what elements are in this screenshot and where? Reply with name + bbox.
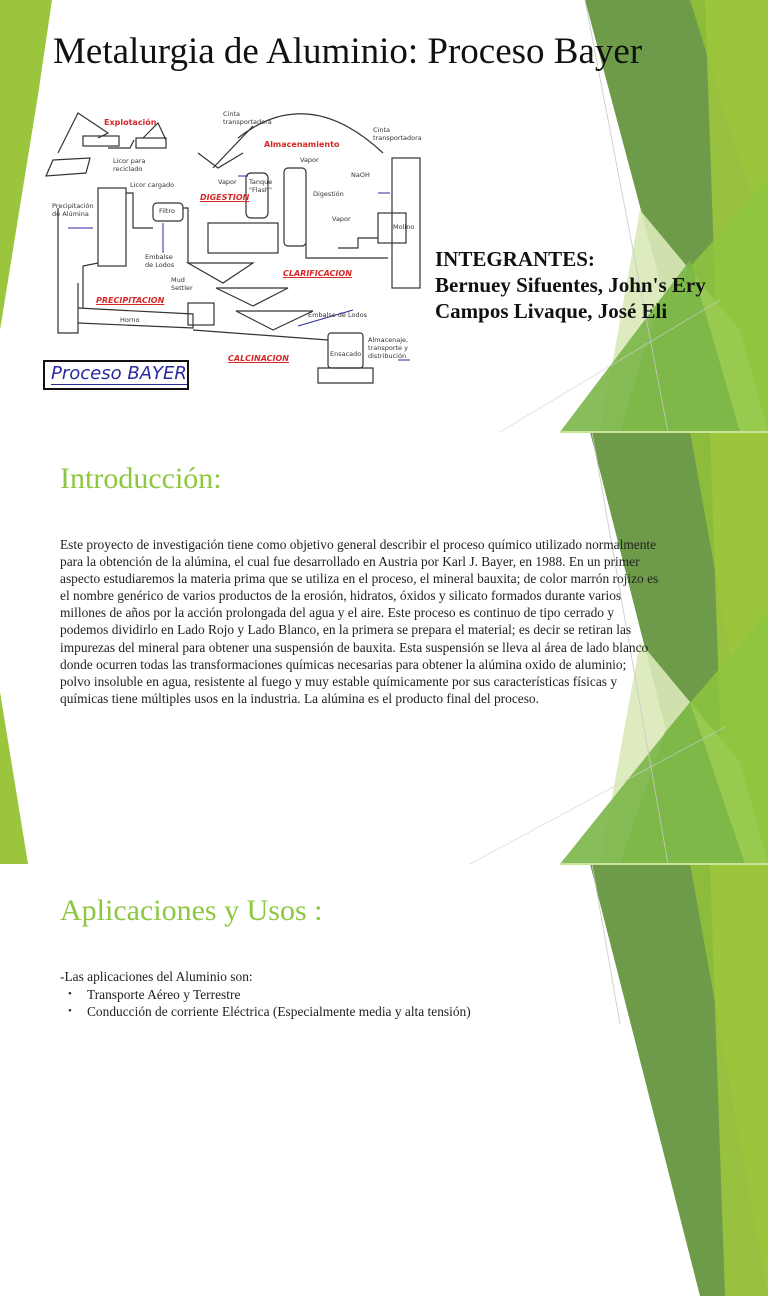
label-tanque-flash: Tanque"Flash" <box>249 178 273 194</box>
label-vapor-2: Vapor <box>300 156 319 164</box>
member-name: Campos Livaque, José Eli <box>435 299 668 323</box>
slide-introduccion: Introducción: Este proyecto de investiga… <box>0 432 768 864</box>
slide-divider <box>560 863 768 865</box>
stage-precipitacion: PRECIPITACION <box>96 296 165 305</box>
label-horno: Horno <box>120 316 140 324</box>
slide-divider <box>560 431 768 433</box>
label-digestion-small: Digestión <box>313 190 344 198</box>
label-vapor-3: Vapor <box>332 215 351 223</box>
caption-text: Proceso BAYER <box>51 363 187 385</box>
label-vapor-1: Vapor <box>218 178 237 186</box>
stage-clarificacion: CLARIFICACION <box>283 269 352 278</box>
application-item: Transporte Aéreo y Terrestre <box>68 986 471 1004</box>
label-molino: Molino <box>393 223 415 231</box>
applications-intro: -Las aplicaciones del Aluminio son: <box>60 969 253 984</box>
slide-title: Metalurgia de Aluminio: Proceso Bayer <box>53 31 643 72</box>
section-title: Aplicaciones y Usos : <box>60 894 323 927</box>
members-heading: INTEGRANTES: <box>435 247 595 271</box>
label-ensacado: Ensacado <box>330 350 362 358</box>
intro-paragraph: Este proyecto de investigación tiene com… <box>60 537 659 706</box>
slide-aplicaciones: Aplicaciones y Usos : -Las aplicaciones … <box>0 864 768 1296</box>
team-members: INTEGRANTES: Bernuey Sifuentes, John's E… <box>435 246 706 324</box>
process-flow-illustration <box>45 112 421 384</box>
label-naoh: NaOH <box>351 171 370 179</box>
stage-digestion: DIGESTION <box>200 193 250 202</box>
green-facet-decoration <box>590 864 768 1296</box>
stage-explotacion: Explotación <box>104 118 157 127</box>
section-title: Introducción: <box>60 462 222 495</box>
bayer-process-diagram: Explotación Almacenamiento DIGESTION CLA… <box>38 98 424 394</box>
green-facet-decoration <box>0 0 768 432</box>
label-embalse-lodos-2: Embalse de Lodos <box>308 311 367 319</box>
applications-list: -Las aplicaciones del Aluminio son: Tran… <box>60 968 471 1021</box>
member-name: Bernuey Sifuentes, John's Ery <box>435 273 706 297</box>
label-filtro: Filtro <box>159 207 175 215</box>
slide-title: Metalurgia de Aluminio: Proceso Bayer <box>0 0 768 432</box>
green-facet-decoration <box>0 432 768 864</box>
stage-almacenamiento: Almacenamiento <box>264 140 340 149</box>
label-licor-cargado: Licor cargado <box>130 181 175 189</box>
application-item: Conducción de corriente Eléctrica (Espec… <box>68 1003 471 1021</box>
stage-calcinacion: CALCINACION <box>228 354 289 363</box>
proceso-bayer-caption: Proceso BAYER <box>43 360 189 390</box>
